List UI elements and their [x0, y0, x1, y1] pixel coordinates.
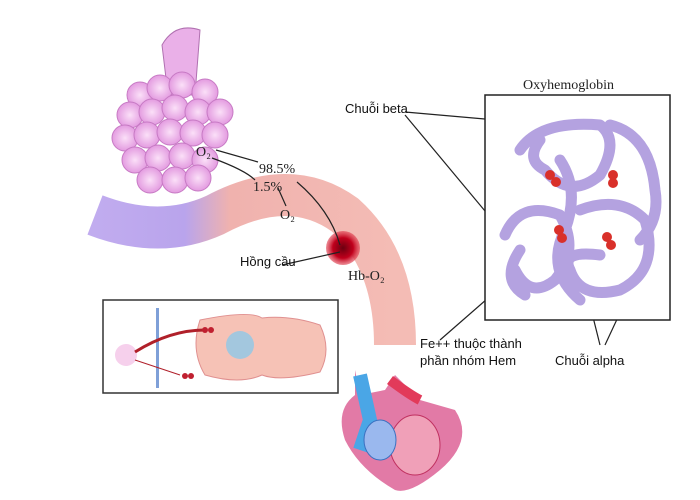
fe-label-line1: Fe++ thuộc thành — [420, 336, 522, 351]
heme-groups — [545, 170, 618, 250]
alveolus — [168, 142, 196, 170]
pct-hemoglobin-label: 98.5% — [259, 162, 296, 177]
red-blood-cell — [326, 231, 360, 265]
alveolus — [156, 118, 184, 146]
alveolus — [201, 121, 229, 149]
red-blood-cell-label: Hồng cầu — [240, 254, 296, 269]
oxyhemoglobin-box — [484, 94, 671, 321]
alveolus — [138, 98, 166, 126]
alveolus — [161, 94, 189, 122]
alveoli-cluster — [111, 71, 234, 194]
alveolus — [184, 164, 212, 192]
o2-plasma-label: O₂ — [280, 208, 295, 223]
oxyhemoglobin-title: Oxyhemoglobin — [523, 78, 614, 93]
fe-label-line2: phần nhóm Hem — [420, 353, 516, 368]
hb-o2-label: Hb-O₂ — [348, 269, 385, 284]
blood-vessel — [87, 174, 416, 346]
heart-illustration — [341, 370, 463, 491]
alveolus — [161, 166, 189, 194]
alveolus — [168, 71, 196, 99]
alveolus — [206, 98, 234, 126]
alpha-chain-label: Chuỗi alpha — [555, 353, 625, 368]
pct-plasma-label: 1.5% — [253, 180, 283, 195]
o2-lung-label: O₂ — [196, 145, 211, 160]
capillary-inset — [102, 299, 339, 394]
beta-chain-label: Chuỗi beta — [345, 101, 409, 116]
alveolus — [133, 121, 161, 149]
alveolus — [136, 166, 164, 194]
